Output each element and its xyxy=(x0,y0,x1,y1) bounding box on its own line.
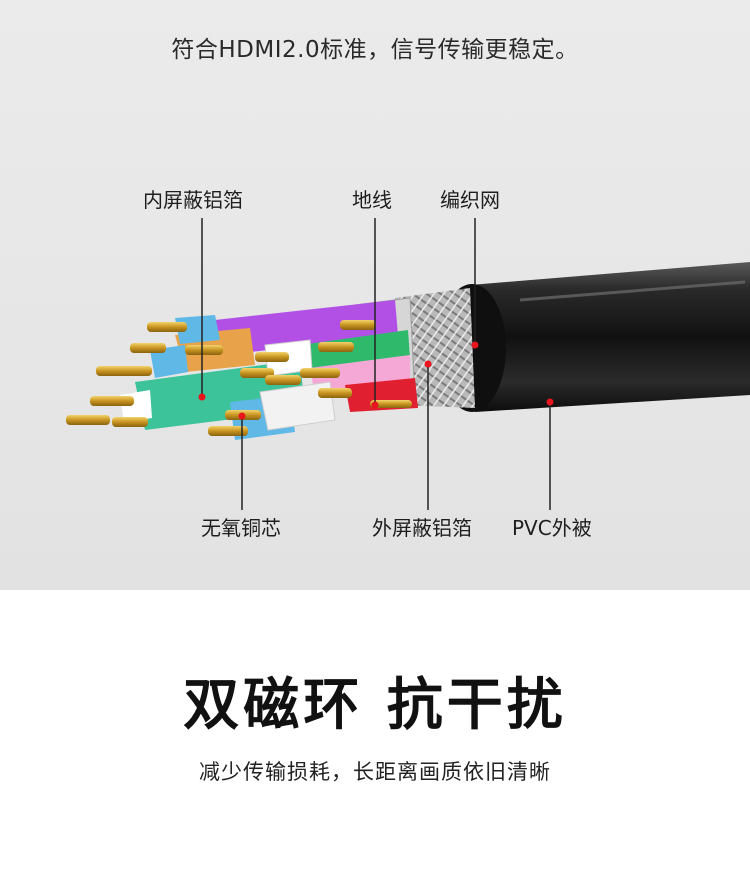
wire-purple xyxy=(215,300,398,355)
callout-dots xyxy=(198,341,554,420)
label-braid-mesh: 编织网 xyxy=(440,188,500,212)
headline: 符合HDMI2.0标准，信号传输更稳定。 xyxy=(171,37,579,63)
label-pvc-jacket: PVC外被 xyxy=(512,516,592,540)
cable-cross-section-illustration xyxy=(66,218,750,510)
callout-lines xyxy=(201,218,551,510)
label-outer-shield: 外屏蔽铝箔 xyxy=(372,516,472,540)
wire-blue xyxy=(175,315,220,344)
label-copper-core: 无氧铜芯 xyxy=(201,516,281,540)
label-inner-shield: 内屏蔽铝箔 xyxy=(143,188,243,212)
label-ground-wire: 地线 xyxy=(352,188,392,212)
feature-title: 双磁环 抗干扰 xyxy=(183,673,567,738)
feature-subtitle: 减少传输损耗，长距离画质依旧清晰 xyxy=(199,760,551,784)
